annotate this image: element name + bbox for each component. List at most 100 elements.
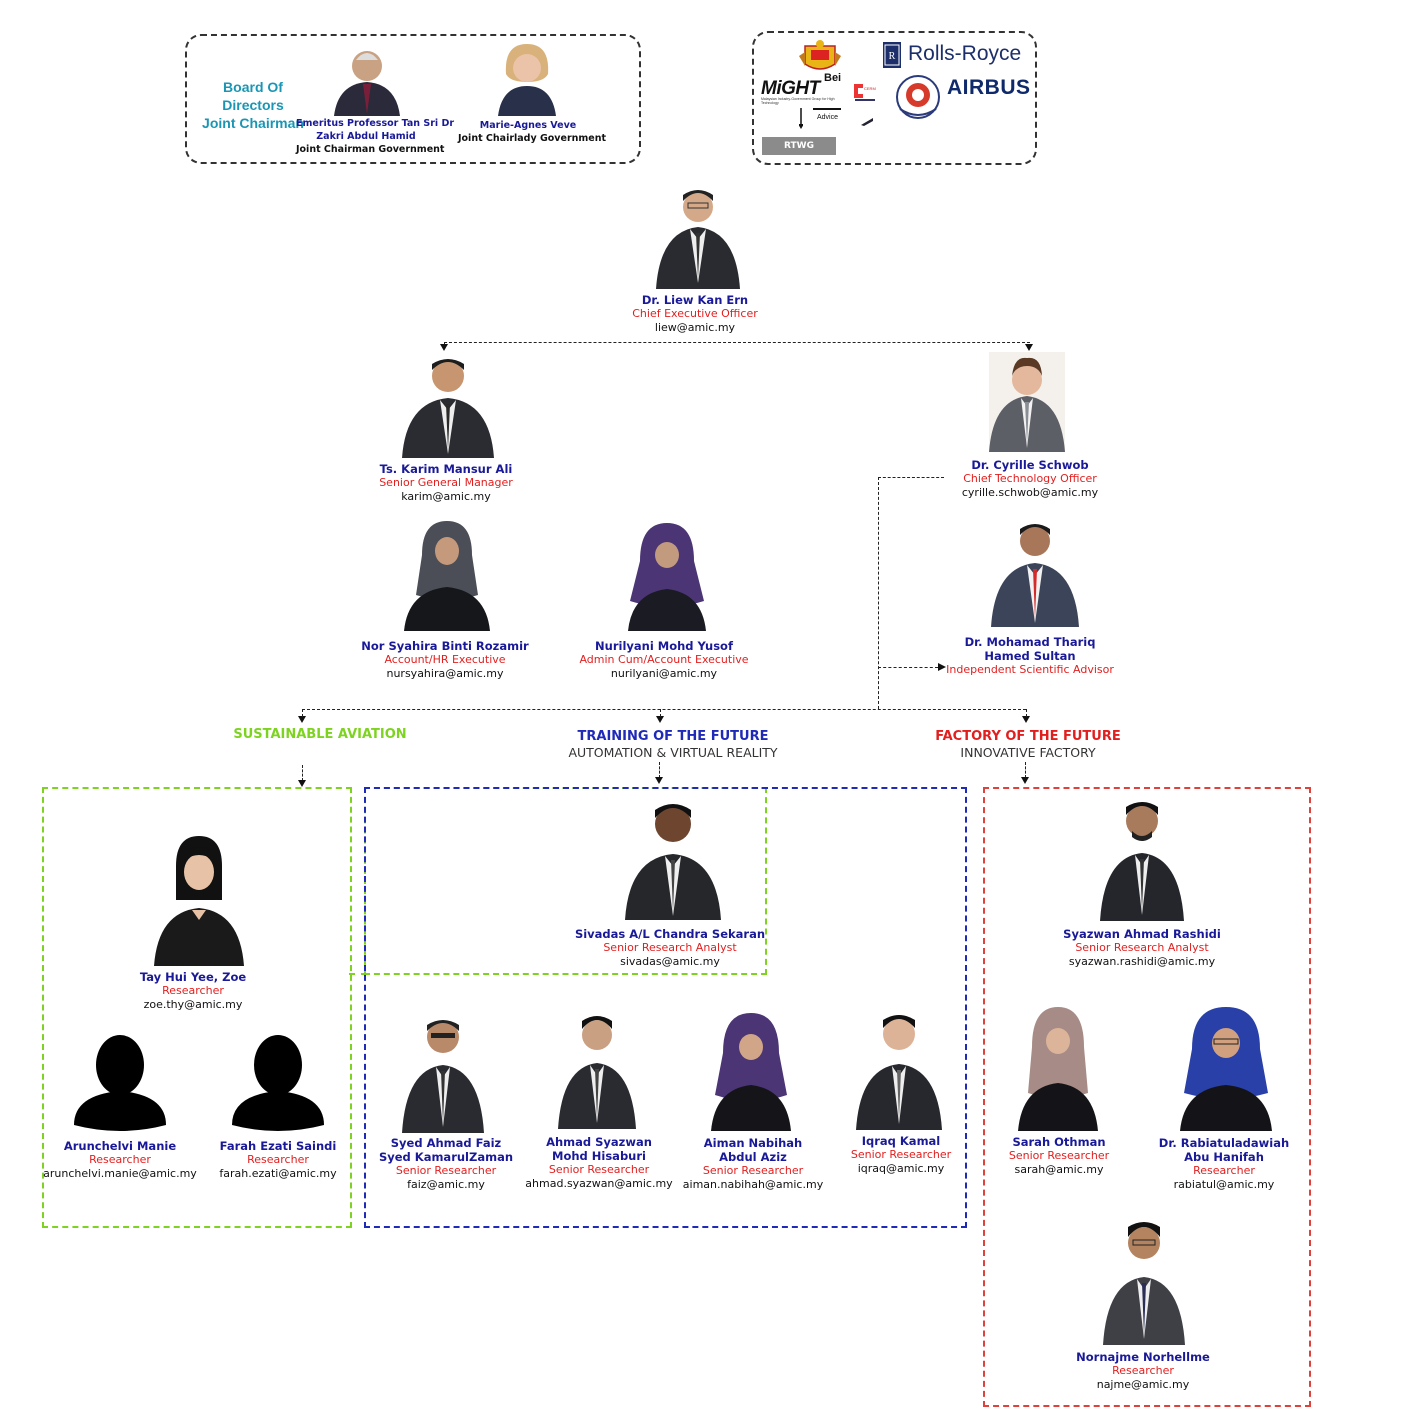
rabiatul-name-line2: Abu Hanifah [1184, 1150, 1264, 1164]
chairlady-role: Joint Chairlady Government [458, 133, 607, 144]
sustainable-aviation-title: SUSTAINABLE AVIATION [233, 727, 407, 742]
aiman-name-line2: Abdul Aziz [719, 1150, 787, 1164]
cto-photo [989, 352, 1065, 452]
factory-of-the-future-box [983, 787, 1311, 1407]
section-split-line [302, 709, 1026, 710]
arun-email: arunchelvi.manie@amic.my [43, 1167, 197, 1180]
bei-logo: Bei [824, 72, 842, 84]
arrow-sustainable-box-icon [298, 780, 306, 787]
drop-training-line [659, 762, 660, 778]
drop-to-training-line [660, 709, 661, 717]
faiz-photo [400, 1009, 486, 1133]
syazwan-hisaburi-card: Ahmad Syazwan Mohd Hisaburi Senior Resea… [514, 1135, 684, 1191]
chairlady-photo [494, 40, 560, 116]
iqraq-photo [854, 1006, 944, 1130]
arun-name: Arunchelvi Manie [63, 1139, 177, 1153]
admin-exec-photo [624, 517, 710, 631]
arrow-to-cto-icon [1025, 344, 1033, 351]
sustainable-aviation-box [42, 787, 352, 1228]
admin-exec-role: Admin Cum/Account Executive [579, 653, 749, 666]
board-title-line2: Joint Chairman [202, 115, 304, 131]
rtwg-badge: RTWG [762, 137, 836, 155]
cto-role: Chief Technology Officer [963, 472, 1097, 485]
zoe-role: Researcher [162, 984, 224, 997]
rolls-royce-monogram-icon: R [882, 41, 902, 69]
rtwg-label: RTWG [784, 141, 814, 151]
aiman-card: Aiman Nabihah Abdul Aziz Senior Research… [668, 1136, 838, 1192]
advisor-role: Independent Scientific Advisor [946, 663, 1114, 676]
account-exec-name: Nor Syahira Binti Rozamir [361, 639, 529, 653]
zoe-name: Tay Hui Yee, Zoe [139, 970, 247, 984]
advisor-photo [989, 511, 1081, 627]
chairman-role: Joint Chairman Government [296, 144, 445, 155]
aiman-role: Senior Researcher [702, 1164, 804, 1177]
might-subtitle: Malaysian Industry-Government Group for … [761, 97, 835, 105]
account-exec-role: Account/HR Executive [384, 653, 506, 666]
najme-photo [1101, 1213, 1187, 1345]
cto-email: cyrille.schwob@amic.my [961, 486, 1099, 499]
aiman-name-line1: Aiman Nabihah [703, 1136, 803, 1150]
syazwan-hisaburi-photo [556, 1007, 638, 1129]
arun-card: Arunchelvi Manie Researcher arunchelvi.m… [40, 1139, 200, 1181]
najme-name: Nornajme Norhellme [1076, 1350, 1210, 1364]
faiz-card: Syed Ahmad Faiz Syed KamarulZaman Senior… [361, 1136, 531, 1192]
cto-trunk-line [878, 477, 879, 709]
syazwan-rashidi-card: Syazwan Ahmad Rashidi Senior Research An… [1057, 927, 1227, 969]
board-of-directors-box [185, 34, 641, 164]
syazwan-rashidi-photo [1098, 791, 1186, 921]
university-seal-icon [894, 73, 942, 121]
chairman-card: Emeritus Professor Tan Sri Dr Zakri Abdu… [296, 117, 455, 156]
sivadas-role: Senior Research Analyst [603, 941, 737, 954]
sgm-card: Ts. Karim Mansur Ali Senior General Mana… [346, 462, 546, 504]
sgm-email: karim@amic.my [401, 490, 491, 503]
account-exec-photo [402, 515, 492, 631]
ceo-name: Dr. Liew Kan Ern [641, 293, 749, 307]
factory-subtitle: INNOVATIVE FACTORY [960, 745, 1096, 760]
chairlady-name: Marie-Agnes Veve [479, 120, 577, 131]
chairlady-card: Marie-Agnes Veve Joint Chairlady Governm… [458, 119, 607, 145]
cto-name: Dr. Cyrille Schwob [971, 458, 1089, 472]
arrow-to-sustainable-icon [298, 716, 306, 723]
ceo-role: Chief Executive Officer [632, 307, 758, 320]
chairman-name-line1: Emeritus Professor Tan Sri Dr [296, 118, 455, 129]
najme-card: Nornajme Norhellme Researcher najme@amic… [1058, 1350, 1228, 1392]
training-subtitle: AUTOMATION & VIRTUAL REALITY [568, 745, 778, 760]
drop-to-factory-line [1026, 709, 1027, 717]
syazwan-hisaburi-role: Senior Researcher [548, 1163, 650, 1176]
green-link-line [349, 973, 367, 975]
sarah-card: Sarah Othman Senior Researcher sarah@ami… [984, 1135, 1134, 1177]
arrow-training-box-icon [655, 777, 663, 784]
rolls-royce-logo: Rolls-Royce [908, 42, 1022, 65]
syazwan-rashidi-role: Senior Research Analyst [1075, 941, 1209, 954]
cerm-logo-text: CERM [864, 86, 876, 91]
board-title-line1: Board Of Directors [222, 79, 284, 113]
faiz-role: Senior Researcher [395, 1164, 497, 1177]
faiz-name-line2: Syed KamarulZaman [378, 1150, 514, 1164]
admin-exec-card: Nurilyani Mohd Yusof Admin Cum/Account E… [564, 639, 764, 681]
svg-text:R: R [889, 51, 896, 62]
drop-sustainable-line [302, 765, 303, 781]
zoe-photo [152, 832, 246, 966]
zoe-card: Tay Hui Yee, Zoe Researcher zoe.thy@amic… [108, 970, 278, 1012]
ceo-connector-line [444, 342, 1030, 343]
rabiatul-email: rabiatul@amic.my [1173, 1178, 1275, 1191]
admin-exec-name: Nurilyani Mohd Yusof [595, 639, 733, 653]
advisor-name-line1: Dr. Mohamad Thariq [964, 635, 1096, 649]
drop-to-sustainable-line [302, 709, 303, 717]
syazwan-rashidi-email: syazwan.rashidi@amic.my [1068, 955, 1216, 968]
drop-factory-line [1025, 762, 1026, 778]
malaysia-coat-of-arms-icon [797, 38, 843, 74]
farah-card: Farah Ezati Saindi Researcher farah.ezat… [198, 1139, 358, 1181]
syazwan-hisaburi-name-line1: Ahmad Syazwan [546, 1135, 652, 1149]
zoe-email: zoe.thy@amic.my [143, 998, 243, 1011]
cto-branch-line [878, 477, 944, 478]
flag-icon [860, 111, 874, 126]
training-title: TRAINING OF THE FUTURE [577, 729, 769, 744]
najme-email: najme@amic.my [1096, 1378, 1190, 1391]
faiz-name-line1: Syed Ahmad Faiz [390, 1136, 502, 1150]
account-exec-card: Nor Syahira Binti Rozamir Account/HR Exe… [345, 639, 545, 681]
sgm-role: Senior General Manager [379, 476, 513, 489]
might-logo: MiGHT [761, 78, 820, 99]
sivadas-email: sivadas@amic.my [620, 955, 720, 968]
advice-arrow-line [813, 108, 841, 110]
